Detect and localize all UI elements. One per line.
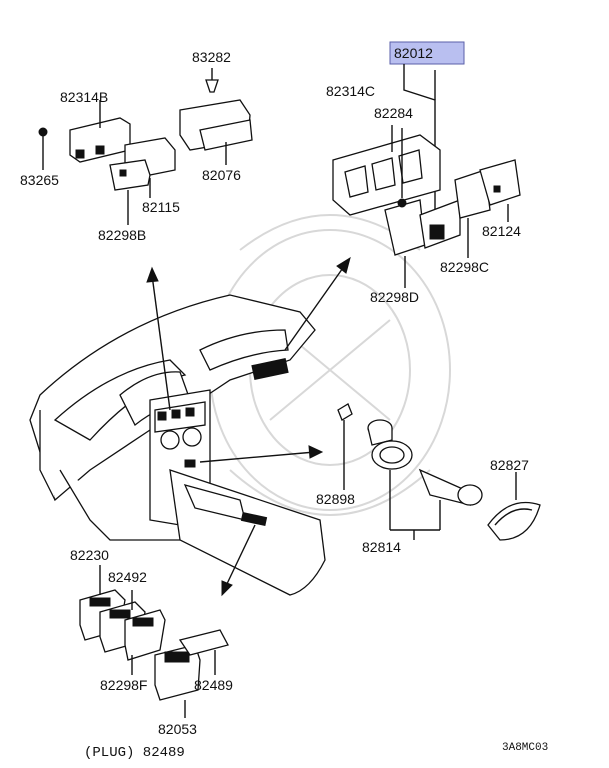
label-82284: 82284 xyxy=(374,105,413,121)
label-82230: 82230 xyxy=(70,547,109,563)
label-82298f: 82298F xyxy=(100,677,147,693)
label-82076: 82076 xyxy=(202,167,241,183)
label-83282: 83282 xyxy=(192,49,231,65)
label-82124: 82124 xyxy=(482,223,521,239)
leader-arrows xyxy=(146,256,351,597)
label-82492: 82492 xyxy=(108,569,147,585)
label-82115: 82115 xyxy=(142,199,180,215)
label-plug-82489: (PLUG) 82489 xyxy=(84,745,185,761)
label-82827: 82827 xyxy=(490,457,529,473)
right-middle-parts xyxy=(337,403,541,541)
label-82298c: 82298C xyxy=(440,259,489,275)
label-82314c: 82314C xyxy=(326,83,375,99)
label-82298b: 82298B xyxy=(98,227,146,243)
top-left-parts xyxy=(38,68,253,225)
label-82814: 82814 xyxy=(362,539,401,555)
dashboard-illustration xyxy=(29,294,326,596)
label-82898: 82898 xyxy=(316,491,355,507)
top-right-parts xyxy=(332,41,521,288)
highlight-box xyxy=(389,41,465,65)
label-82298d: 82298D xyxy=(370,289,419,305)
label-82489: 82489 xyxy=(194,677,233,693)
label-83265: 83265 xyxy=(20,172,59,188)
diagram-code: 3A8MC03 xyxy=(502,742,548,754)
label-82012: 82012 xyxy=(394,45,433,61)
label-82314b: 82314B xyxy=(60,89,108,105)
bottom-left-parts xyxy=(79,565,229,718)
label-82053: 82053 xyxy=(158,721,197,737)
part-labels: 83282 82314B 83265 82076 82115 82298B 82… xyxy=(20,45,548,761)
